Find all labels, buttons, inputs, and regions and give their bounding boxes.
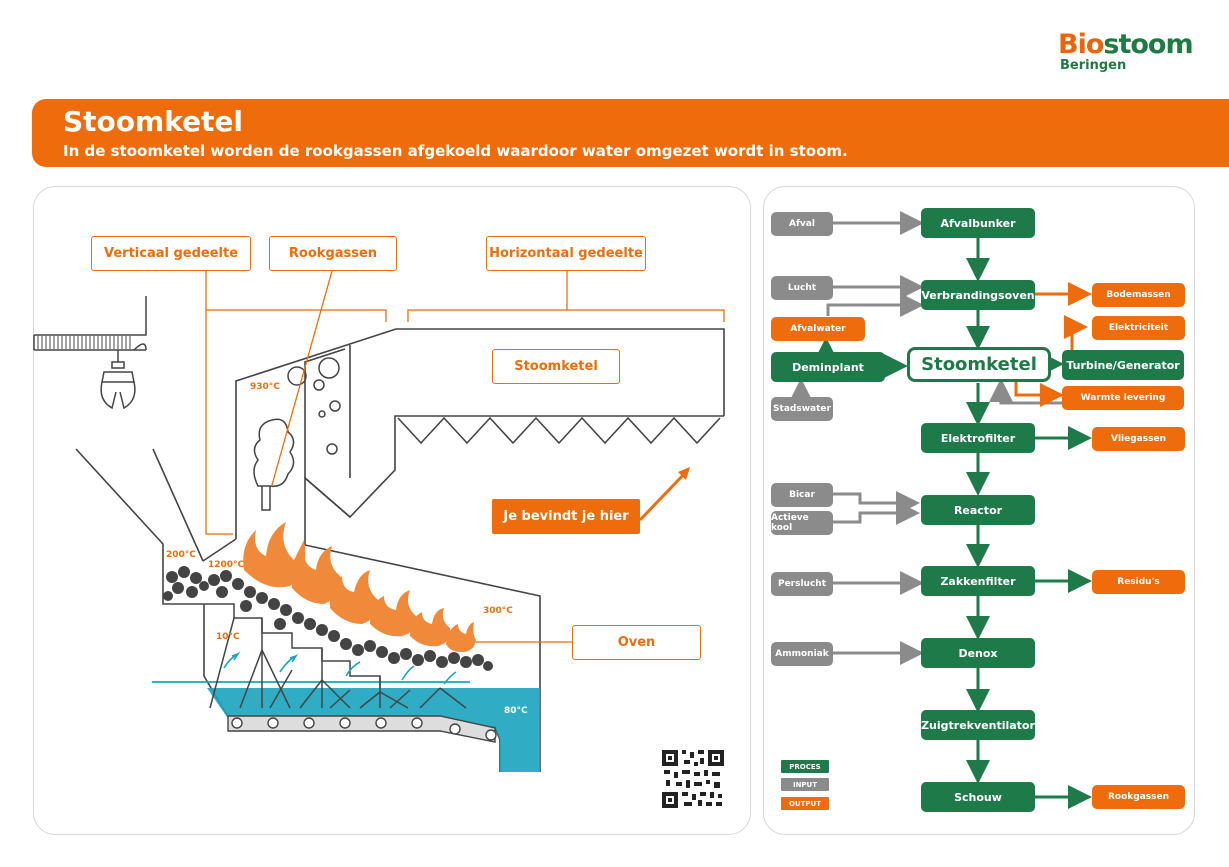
node-stadswater: Stadswater [771,397,833,421]
qr-code-icon [662,750,724,808]
biostoom-logo: Biostoom Beringen [1058,29,1194,73]
you-are-here-badge: Je bevindt je hier [492,499,640,534]
node-turbine-generator: Turbine/Generator [1062,350,1184,380]
temp-930: 930°C [250,382,280,392]
node-bicar: Bicar [771,483,833,507]
water-basin [152,681,540,772]
label-verticaal-gedeelte: Verticaal gedeelte [91,236,251,271]
label-stoomketel: Stoomketel [492,349,620,384]
node-stoomketel: Stoomketel [907,347,1051,382]
temp-1200: 1200°C [208,560,245,570]
page-title: Stoomketel [63,105,244,138]
node-residus: Residu's [1092,570,1185,594]
node-denox: Denox [921,638,1035,668]
legend-proces: PROCES [781,760,829,773]
temp-300: 300°C [483,606,513,616]
temp-80: 80°C [504,706,528,716]
fire-icon [243,522,476,652]
node-rookgassen: Rookgassen [1092,785,1185,809]
logo-bio: Bio [1058,29,1104,60]
you-are-here-arrow [638,467,690,522]
legend-input: INPUT [781,778,829,791]
node-verbrandingsoven: Verbrandingsoven [921,280,1035,310]
header-banner: Stoomketel In de stoomketel worden de ro… [32,99,1229,167]
section-brackets [205,270,725,643]
heat-exchanger-tubes [397,416,721,445]
node-afval: Afval [771,212,833,236]
temp-200: 200°C [166,550,196,560]
page-subtitle: In de stoomketel worden de rookgassen af… [63,142,848,160]
smoke-icon [253,418,295,511]
node-elektrofilter: Elektrofilter [921,423,1035,453]
air-flow-arrows [223,651,457,685]
node-lucht: Lucht [771,276,833,300]
steam-bubbles [287,357,341,455]
node-vliegassen: Vliegassen [1092,427,1185,451]
node-warmte-levering: Warmte levering [1062,386,1184,410]
node-actieve-kool: Actieve kool [771,511,833,535]
node-zuigtrekventilator: Zuigtrekventilator [921,710,1035,740]
crane-icon [33,296,147,410]
label-oven: Oven [572,625,701,660]
waste-pile [163,566,493,671]
node-reactor: Reactor [921,495,1035,525]
node-ammoniak: Ammoniak [771,642,833,666]
label-horizontaal-gedeelte: Horizontaal gedeelte [486,236,646,271]
node-schouw: Schouw [921,782,1035,812]
grate [204,603,467,709]
feed-chute [75,448,204,605]
boiler-outline [202,328,725,772]
node-deminplant: Deminplant [771,352,885,382]
temp-10: 10°C [216,632,240,642]
legend-output: OUTPUT [781,797,829,810]
conveyor-belt [227,715,497,743]
node-bodemassen: Bodemassen [1092,283,1185,307]
node-elektriciteit: Elektriciteit [1092,316,1185,340]
logo-sub: Beringen [1060,58,1127,73]
logo-stoom: stoom [1103,29,1193,60]
node-afvalwater: Afvalwater [771,317,865,341]
node-perslucht: Perslucht [771,572,833,596]
node-zakkenfilter: Zakkenfilter [921,566,1035,596]
node-afvalbunker: Afvalbunker [921,208,1035,238]
label-rookgassen: Rookgassen [269,236,397,271]
